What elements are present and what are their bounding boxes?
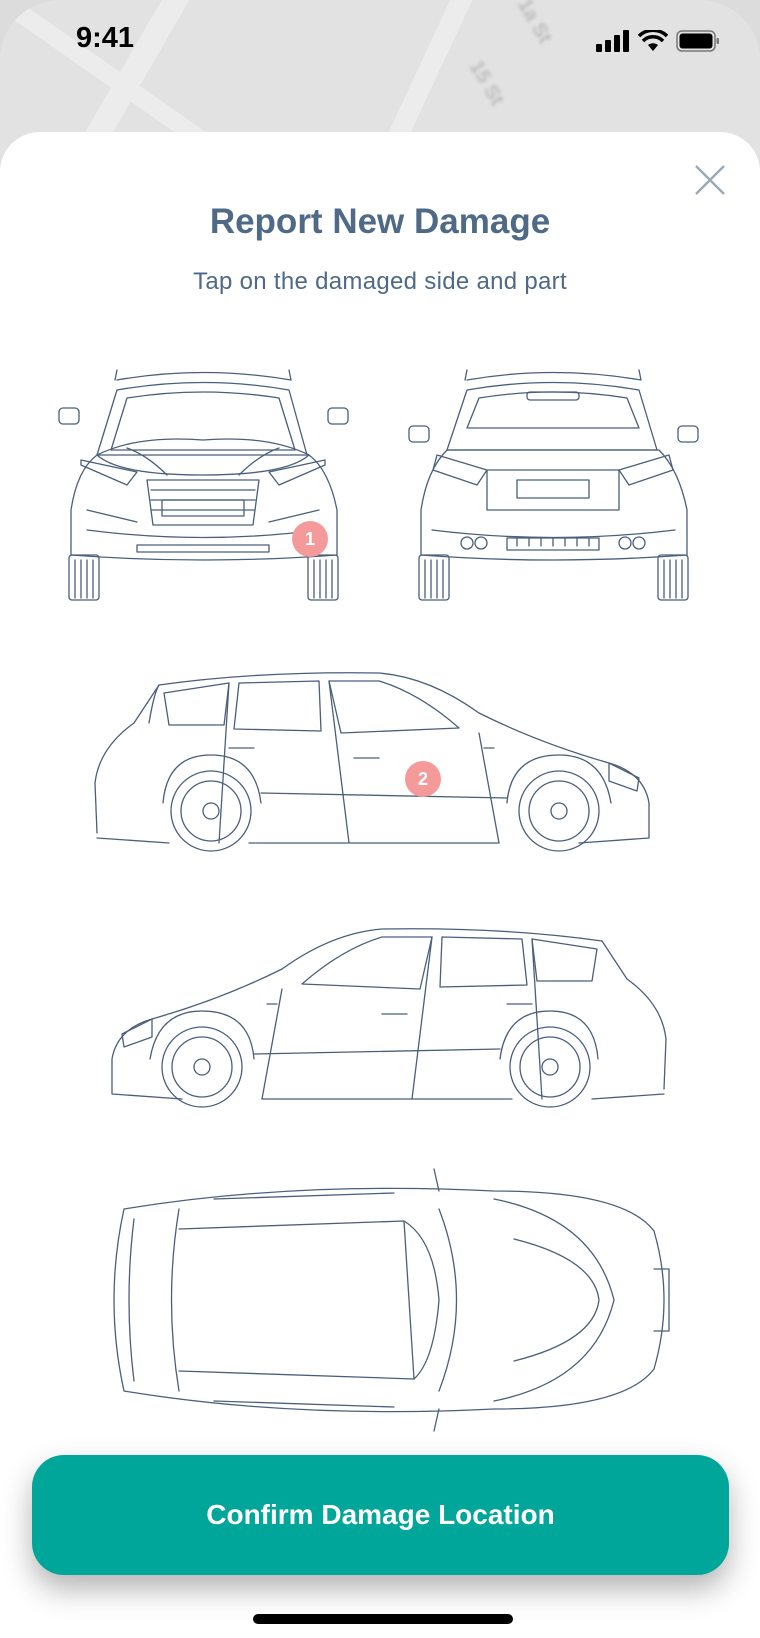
car-left-side-view[interactable] [84, 919, 673, 1143]
status-bar: 9:41 [0, 0, 760, 80]
home-indicator[interactable] [253, 1614, 513, 1624]
damage-marker[interactable]: 1 [292, 521, 328, 557]
damage-marker[interactable]: 2 [405, 761, 441, 797]
confirm-damage-location-button[interactable]: Confirm Damage Location [32, 1455, 729, 1575]
close-icon[interactable] [690, 160, 730, 200]
car-front-view[interactable] [57, 360, 350, 608]
battery-icon [676, 30, 719, 52]
signal-icon [596, 30, 629, 52]
status-time: 9:41 [76, 22, 135, 54]
page-title: Report New Damage [209, 202, 551, 241]
car-rear-view[interactable] [407, 360, 700, 608]
damage-report-sheet [0, 132, 760, 1638]
car-top-view[interactable] [94, 1168, 674, 1432]
car-right-side-view[interactable] [89, 663, 673, 887]
page-subtitle: Tap on the damaged side and part [193, 268, 567, 295]
wifi-icon [638, 30, 668, 51]
